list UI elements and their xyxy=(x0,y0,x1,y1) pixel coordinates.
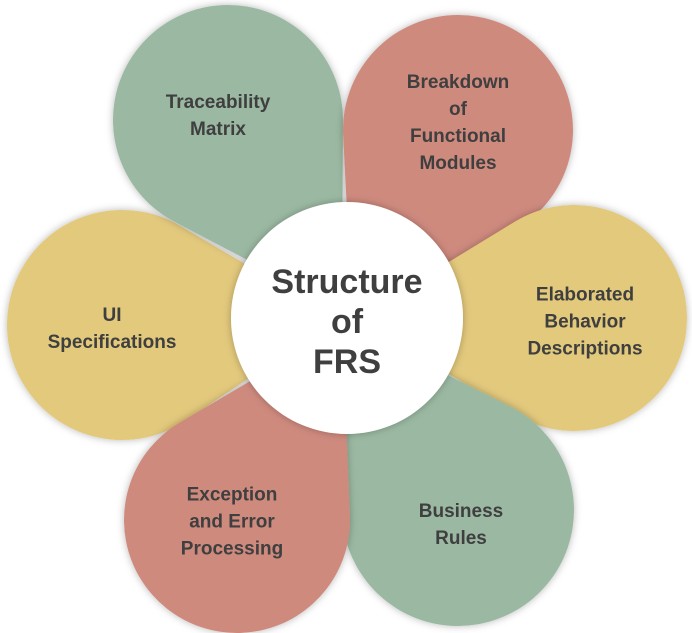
center-circle xyxy=(231,202,463,434)
petal-ui-specifications xyxy=(6,209,338,440)
petal-elaborated-behavior-descriptions xyxy=(357,204,688,431)
center-title: Structure of FRS xyxy=(271,263,423,381)
